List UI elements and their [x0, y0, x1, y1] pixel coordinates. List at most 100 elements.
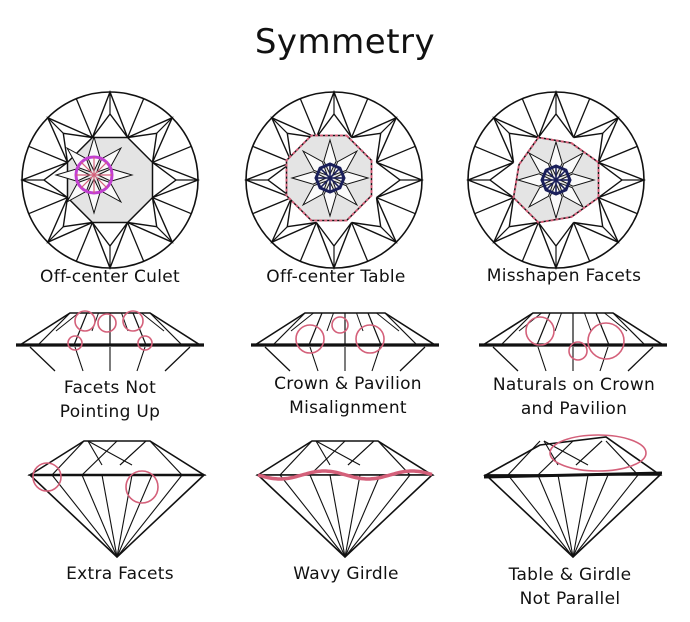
defect-highlight: [295, 324, 325, 354]
caption-misshapen-facets: Misshapen Facets: [464, 264, 664, 288]
defect-highlight: [125, 470, 159, 504]
pavilion-facet: [279, 474, 346, 558]
defect-highlight: [587, 322, 625, 360]
crown-facet: [149, 440, 183, 476]
culet-spoke: [545, 179, 557, 191]
crown-facet: [55, 312, 79, 332]
pavilion-facet: [572, 474, 609, 558]
upper-girdle-facet: [351, 222, 369, 262]
upper-girdle-facet: [376, 197, 416, 215]
star-facet: [271, 117, 288, 134]
crown-facet: [73, 312, 88, 346]
culet-spoke: [319, 167, 331, 179]
upper-girdle-facet: [28, 197, 68, 215]
diagram-off-center-culet: [20, 90, 200, 270]
upper-girdle-facet: [152, 197, 192, 215]
culet-spoke: [93, 161, 108, 176]
crown-facet: [308, 312, 323, 346]
star-facet: [380, 226, 397, 243]
star-facet: [602, 117, 619, 134]
caption-crown-pavilion-misalignment: Crown & Pavilion Misalignment: [248, 372, 448, 420]
star-facet: [493, 226, 510, 243]
caption-off-center-culet: Off-center Culet: [10, 265, 210, 289]
crown-facet: [507, 440, 541, 476]
crown-facet: [584, 312, 592, 332]
pavilion-line: [309, 346, 319, 372]
crown-facet: [376, 312, 400, 332]
upper-girdle-facet: [75, 222, 93, 262]
pavilion-outline: [483, 474, 663, 559]
caption-line: Misalignment: [289, 398, 407, 418]
caption-extra-facets: Extra Facets: [20, 562, 220, 586]
crown-facet: [51, 440, 85, 476]
caption-line: Crown & Pavilion: [274, 374, 422, 394]
diagram-off-center-table: [244, 90, 424, 270]
table-highlight: [285, 134, 373, 222]
caption-facets-not-pointing-up: Facets Not Pointing Up: [20, 376, 200, 424]
caption-line: Not Parallel: [519, 589, 621, 609]
crown-facet: [536, 312, 551, 346]
pavilion-facet: [344, 474, 411, 558]
crown-facet: [309, 440, 346, 476]
pavilion-facet: [51, 474, 118, 558]
crown-facet: [595, 312, 610, 346]
culet-spoke: [80, 174, 95, 189]
pavilion-line: [492, 346, 519, 372]
crown-facet: [149, 312, 183, 346]
pavilion-facet: [344, 474, 381, 558]
diagram-misshapen-facets: [466, 90, 646, 270]
upper-girdle-facet: [573, 222, 591, 262]
crown-facet: [37, 312, 71, 346]
caption-table-girdle-not-parallel: Table & Girdle Not Parallel: [470, 563, 670, 611]
culet-spoke: [319, 177, 331, 189]
crown-facet: [141, 312, 165, 332]
culet-spoke: [80, 161, 95, 176]
defect-highlight: [67, 335, 83, 351]
upper-girdle-facet: [299, 98, 317, 138]
upper-girdle-facet: [598, 197, 638, 215]
caption-line: Table & Girdle: [508, 565, 632, 585]
crown-facet: [377, 440, 411, 476]
pavilion-facet: [309, 474, 346, 558]
upper-girdle-facet: [376, 145, 416, 163]
caption-wavy-girdle: Wavy Girdle: [246, 562, 446, 586]
girdle-line: [483, 471, 663, 479]
upper-girdle-facet: [598, 145, 638, 163]
pavilion-line: [74, 346, 84, 372]
crown-facet: [315, 440, 331, 466]
defect-highlight: [137, 335, 153, 351]
defect-highlight: [568, 341, 588, 361]
upper-girdle-facet: [127, 222, 145, 262]
culet-spoke: [555, 179, 567, 191]
defect-highlight: [525, 316, 555, 346]
pavilion-facet: [572, 474, 589, 558]
pavilion-line: [264, 346, 291, 372]
caption-line: Off-center Culet: [40, 267, 180, 287]
crown-facet: [605, 440, 639, 476]
upper-girdle-facet: [299, 222, 317, 262]
diagram-extra-facets: [27, 440, 207, 559]
pavilion-facet: [116, 474, 153, 558]
caption-line: Off-center Table: [266, 267, 406, 287]
pavilion-outline: [255, 474, 435, 559]
caption-line: Misshapen Facets: [486, 266, 642, 286]
pavilion-arrow: [96, 168, 134, 182]
pavilion-facet: [507, 474, 574, 558]
diagram-table-girdle-not-parallel: [482, 434, 663, 559]
upper-girdle-facet: [351, 98, 369, 138]
crown-facet: [384, 312, 418, 346]
upper-girdle-facet: [474, 145, 514, 163]
crown-facet: [612, 312, 646, 346]
crown-facet: [604, 312, 628, 332]
pavilion-arrow: [87, 177, 101, 215]
culet-spoke: [555, 169, 567, 181]
defect-highlight: [32, 462, 62, 492]
pavilion-arrow: [54, 168, 92, 182]
pavilion-facet: [537, 474, 574, 558]
caption-line: Extra Facets: [66, 564, 174, 584]
caption-line: Facets Not: [63, 378, 157, 398]
pavilion-facet: [116, 474, 183, 558]
defect-highlight: [355, 324, 385, 354]
star-facet: [380, 117, 397, 134]
star-facet: [271, 226, 288, 243]
